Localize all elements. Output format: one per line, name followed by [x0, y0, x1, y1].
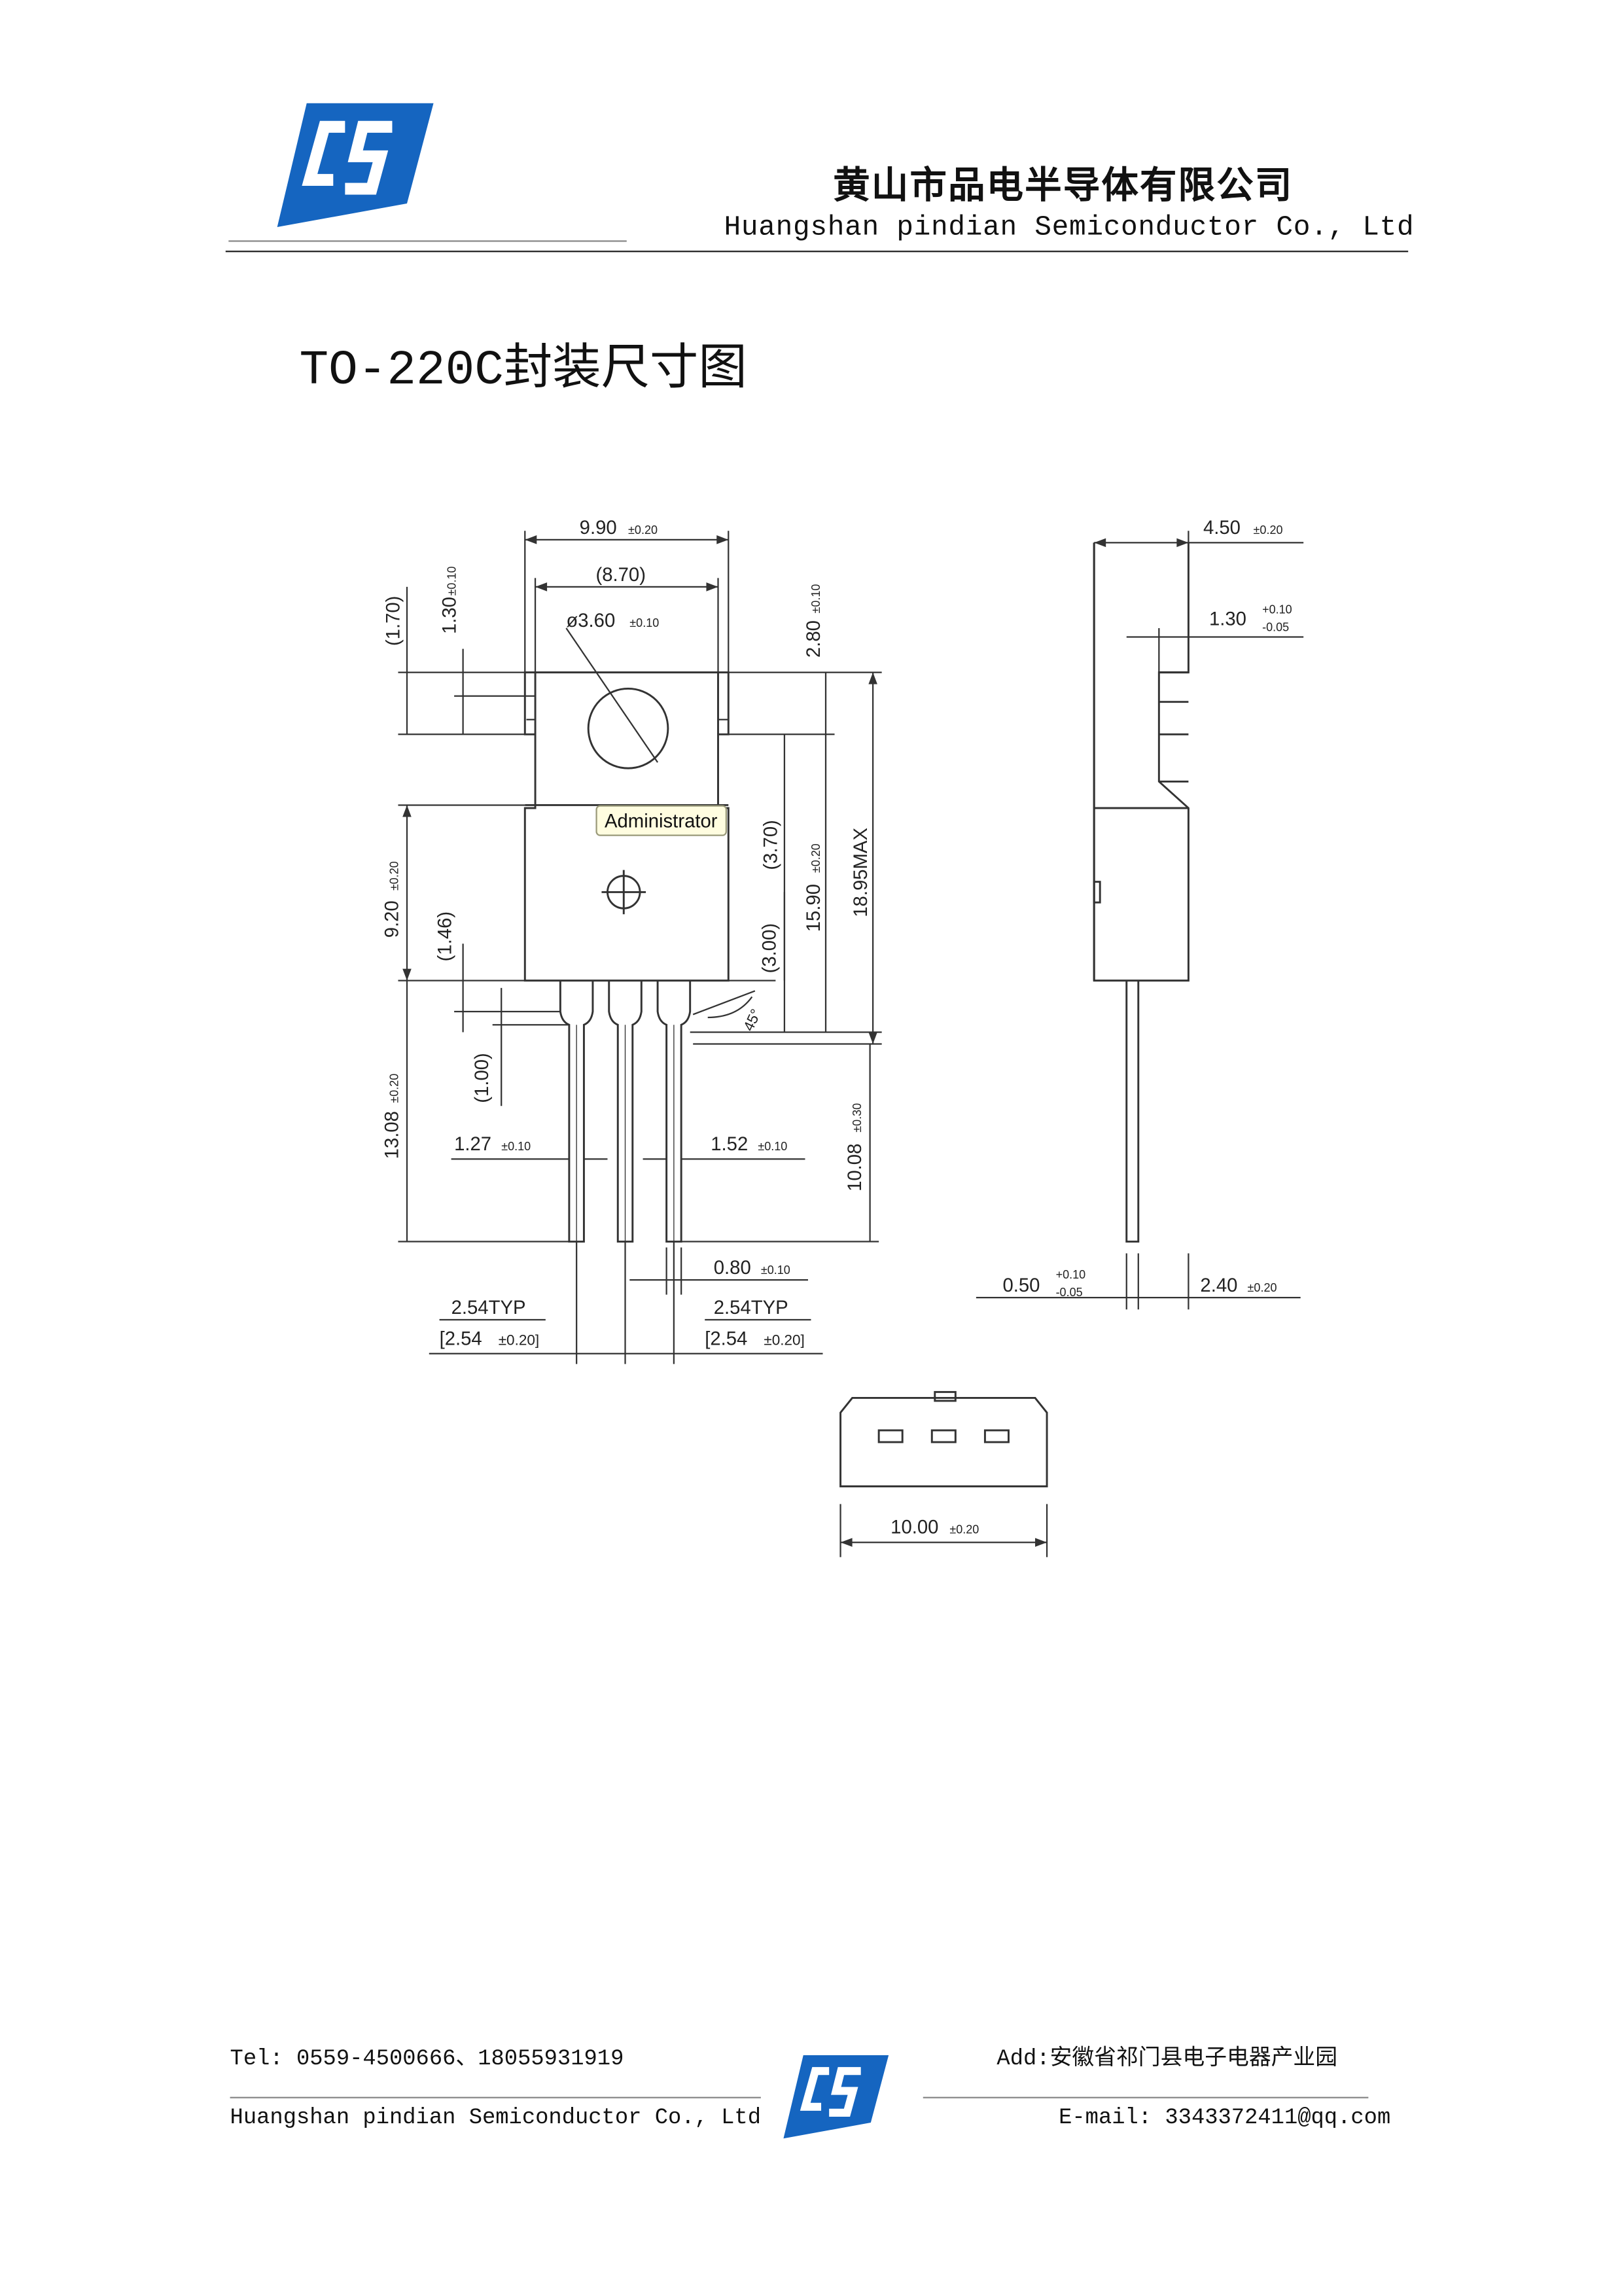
company-name-en: Huangshan pindian Semiconductor Co., Ltd: [724, 211, 1415, 243]
dim-left-130-tol: ±0.10: [445, 567, 458, 596]
dim-height-1590: 15.90: [803, 884, 824, 932]
dim-body-height-tol: ±0.20: [387, 861, 400, 891]
logo-icon: [277, 103, 434, 228]
footer-rule-right: [923, 2096, 1369, 2098]
annotation-badge-label: Administrator: [604, 809, 718, 832]
dim-width-total-tol: ±0.20: [628, 523, 658, 537]
dim-left-130: 1.30: [438, 597, 460, 634]
footer-logo: [781, 2053, 890, 2141]
footer-address: Add:安徽省祁门县电子电器产业园: [996, 2046, 1338, 2072]
footer-rule-left: [230, 2096, 761, 2098]
dim-side-lead-tol-minus: -0.05: [1056, 1286, 1083, 1299]
dim-depth-tol: ±0.20: [1254, 523, 1283, 537]
dim-pitch-right-tol: ±0.20]: [764, 1332, 804, 1348]
dim-lead-offset: 2.40: [1200, 1275, 1237, 1296]
dim-pitch-right-typ: 2.54TYP: [714, 1297, 788, 1318]
dim-lead-offset-tol: ±0.20: [1248, 1281, 1277, 1294]
dim-pitch-left-typ: 2.54TYP: [451, 1297, 526, 1318]
dim-hole-dia-tol: ±0.10: [629, 616, 659, 629]
dim-arrows: [402, 535, 1189, 1547]
dim-ref-300: (3.00): [758, 923, 780, 974]
dim-lead-152-tol: ±0.10: [758, 1140, 787, 1153]
logo-icon: [783, 2055, 889, 2139]
dim-ref-146: (1.46): [434, 911, 456, 962]
front-view-dim-lines: [398, 531, 882, 1364]
dim-hole-dia: ø3.60: [566, 610, 615, 631]
dim-lead-thickness: 0.80: [714, 1257, 751, 1279]
dim-side-lead-tol-plus: +0.10: [1056, 1268, 1086, 1281]
dim-pitch-right: [2.54: [705, 1328, 747, 1349]
bottom-view-dim-lines: [839, 1504, 1048, 1557]
dim-lead-1008: 10.08: [844, 1144, 866, 1192]
dim-lead-1008-tol: ±0.30: [851, 1103, 864, 1133]
front-view-labels: 9.90 ±0.20 (8.70) ø3.60 ±0.10 (1.70) 1.3…: [381, 517, 872, 1349]
annotation-badge[interactable]: Administrator: [595, 805, 727, 836]
footer-tel: Tel: 0559-4500666、18055931919: [230, 2046, 624, 2072]
header-rule-short: [228, 240, 627, 242]
dim-lead-thickness-tol: ±0.10: [761, 1263, 790, 1277]
dim-angle-45: 45°: [740, 1006, 764, 1033]
dim-lead-length-tol: ±0.20: [387, 1074, 400, 1103]
dim-bottom-width-tol: ±0.20: [949, 1523, 979, 1536]
side-view-dim-lines: [976, 531, 1304, 1310]
dim-height-max: 18.95MAX: [850, 828, 872, 917]
dim-lead-152: 1.52: [711, 1133, 748, 1155]
front-view-outline: [523, 671, 730, 1243]
dim-bottom-width: 10.00: [890, 1517, 938, 1538]
side-view-outline: [1093, 542, 1190, 1243]
dim-side-lead-thickness: 0.50: [1002, 1275, 1040, 1296]
bottom-view-outline: [839, 1390, 1048, 1488]
dim-width-inner: (8.70): [595, 564, 646, 586]
dim-tab-tol-plus: +0.10: [1262, 603, 1292, 616]
company-name-cn: 黄山市品电半导体有限公司: [833, 164, 1294, 207]
dim-lead-127-tol: ±0.10: [501, 1140, 531, 1153]
dim-body-height: 9.20: [381, 900, 402, 938]
company-logo: [274, 100, 436, 230]
dim-ref-100: (1.00): [471, 1053, 493, 1103]
dim-tab-tol-minus: -0.05: [1262, 621, 1289, 634]
dim-tab-thickness: 1.30: [1209, 609, 1246, 630]
dim-top-right-280: 2.80: [803, 620, 824, 658]
dim-height-1590-tol: ±0.20: [809, 843, 822, 873]
footer-email: E-mail: 3343372411@qq.com: [1059, 2106, 1391, 2131]
dim-lead-127: 1.27: [454, 1133, 491, 1155]
dim-ref-370: (3.70): [760, 820, 782, 870]
footer-company-en: Huangshan pindian Semiconductor Co., Ltd: [230, 2106, 761, 2131]
header-rule: [225, 251, 1409, 253]
dim-width-total: 9.90: [580, 517, 617, 539]
bottom-view-labels: 10.00 ±0.20: [890, 1517, 979, 1538]
dim-lead-length: 13.08: [381, 1111, 402, 1159]
side-view-labels: 4.50 ±0.20 1.30 +0.10 -0.05 0.50 +0.10 -…: [1002, 517, 1292, 1299]
dim-pitch-left-tol: ±0.20]: [499, 1332, 539, 1348]
dim-top-right-280-tol: ±0.10: [809, 584, 822, 614]
page-title: TO-220C封装尺寸图: [299, 344, 747, 398]
dim-pitch-left: [2.54: [440, 1328, 482, 1349]
dim-depth: 4.50: [1203, 517, 1241, 539]
dim-left-ref-170: (1.70): [383, 596, 404, 646]
